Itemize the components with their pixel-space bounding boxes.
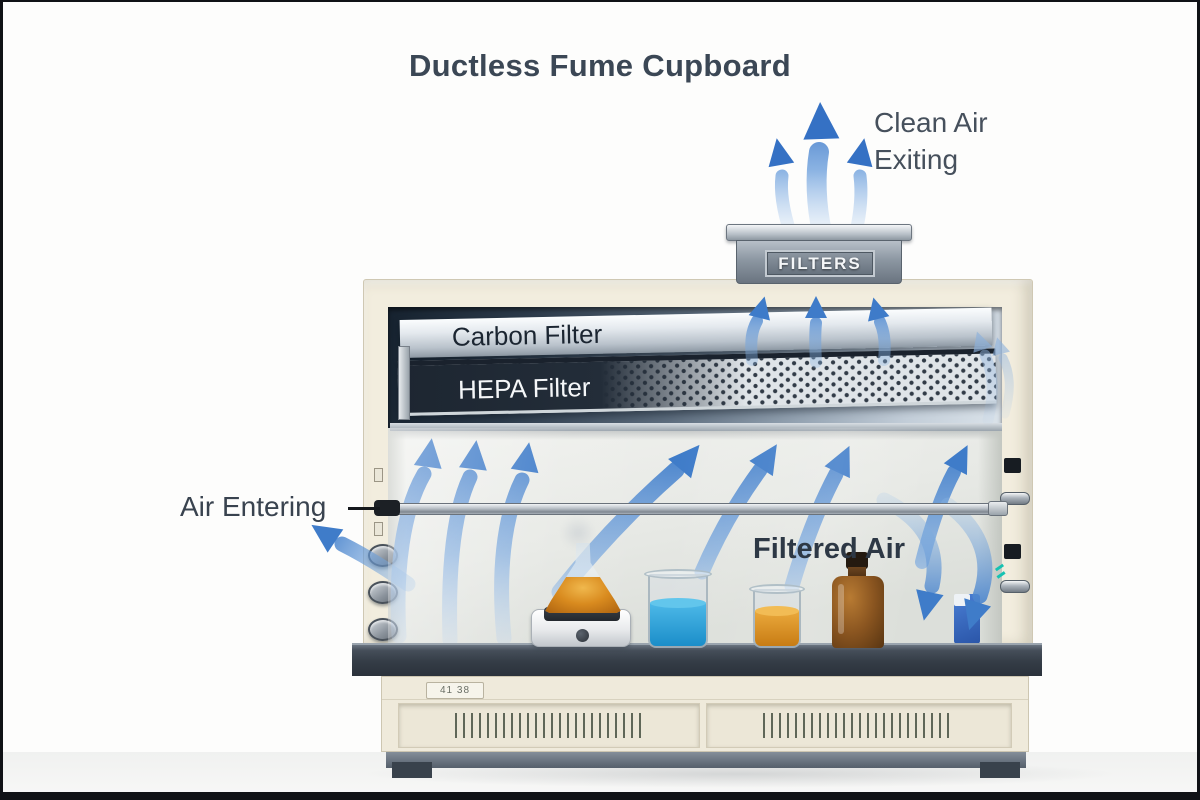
clean-air-arrows — [768, 102, 873, 242]
sash-handle-right-cap — [988, 501, 1008, 516]
hot-plate — [531, 607, 631, 647]
clean-air-exiting-label: Clean Air Exiting — [874, 104, 1054, 178]
clean-air-line2: Exiting — [874, 144, 959, 175]
plinth — [386, 750, 1026, 768]
bottle-cap — [846, 552, 868, 569]
beaker-rim — [644, 569, 712, 579]
sash-handle-bar — [374, 503, 1004, 515]
vent-panel-left — [398, 703, 700, 748]
beaker-blue-liquid — [644, 569, 712, 648]
filtered-air-label: Filtered Air — [753, 533, 906, 565]
filters-box-lid — [726, 224, 912, 241]
filter-mounting-bracket — [398, 346, 410, 420]
sash-scale-mark — [374, 468, 383, 482]
base-cabinet: 41 38 — [381, 676, 1029, 752]
hepa-filter-label: HEPA Filter — [457, 371, 591, 405]
air-entering-pointer-line — [348, 507, 380, 510]
sash-handle-bracket — [1000, 580, 1030, 593]
base-cabinet-seam — [382, 699, 1028, 700]
page-title: Ductless Fume Cupboard — [408, 48, 792, 83]
air-entering-label: Air Entering — [180, 491, 327, 522]
vent-slats — [763, 713, 955, 738]
hot-plate-knob — [576, 629, 589, 642]
control-knob — [368, 581, 398, 604]
liquid-surface — [650, 598, 706, 609]
flask-amber-liquid — [545, 576, 621, 613]
chamber-top-shadow — [388, 428, 1002, 440]
vent-slats — [455, 713, 643, 738]
reagent-bottle — [832, 552, 884, 648]
vent-panel-right — [706, 703, 1012, 748]
base-nameplate: 41 38 — [426, 682, 484, 699]
beaker-rim — [749, 584, 805, 594]
liquid-surface — [755, 605, 799, 616]
filters-plaque: FILTERS — [765, 250, 875, 277]
dispenser-paper — [954, 594, 970, 606]
sash-latch — [1004, 458, 1021, 473]
control-knob — [368, 618, 398, 641]
cabinet-foot-right — [980, 762, 1020, 778]
cabinet-foot-left — [392, 762, 432, 778]
chamber-right-wall — [978, 428, 1002, 645]
wipe-dispenser — [954, 594, 980, 644]
erlenmeyer-flask — [541, 543, 625, 613]
sash-latch — [1004, 544, 1021, 559]
bottle-shine — [838, 584, 844, 634]
carbon-filter-label: Carbon Filter — [451, 318, 603, 352]
chamber-left-wall — [388, 428, 406, 645]
control-knob — [368, 544, 398, 567]
filters-box-body: FILTERS — [736, 240, 902, 284]
clean-air-line1: Clean Air — [874, 107, 988, 138]
beaker-liquid — [755, 605, 799, 646]
beaker-liquid — [650, 598, 706, 646]
filters-exhaust-box: FILTERS — [726, 224, 912, 284]
flask-glass — [545, 543, 621, 613]
beaker-amber-liquid — [749, 584, 805, 648]
filter-chamber-ledge — [390, 423, 1002, 431]
sash-scale-mark — [374, 522, 383, 536]
